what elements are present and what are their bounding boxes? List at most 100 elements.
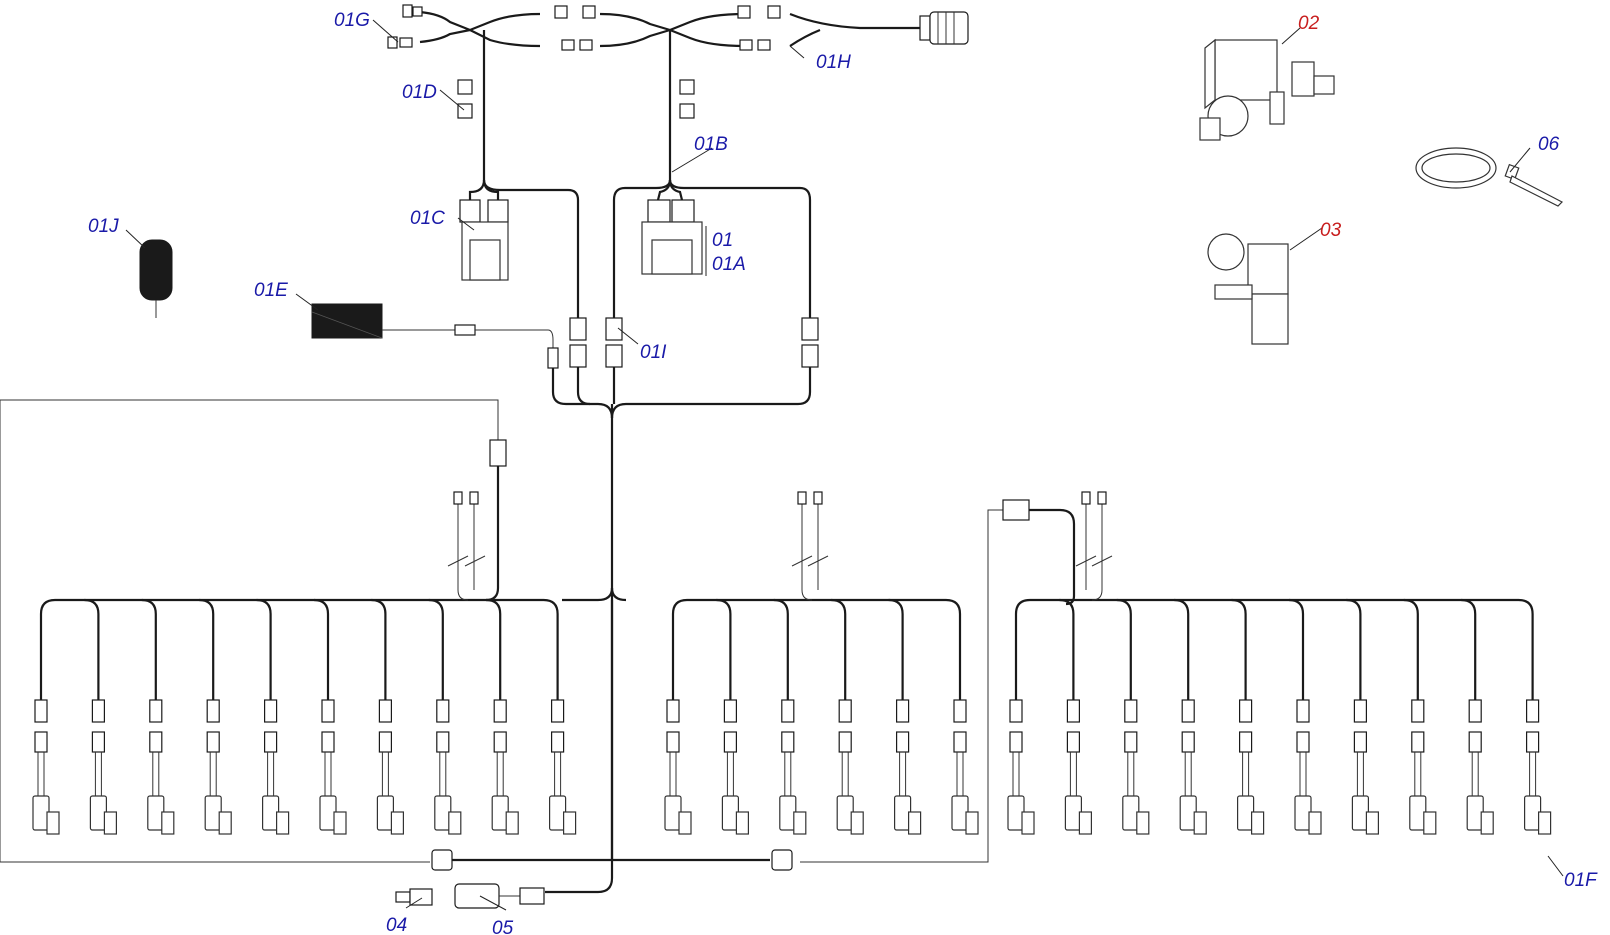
callouts: 01G 01H 01D 01B 01C 01 01A 01J 01E 01I 0… — [88, 10, 1598, 935]
connector-icon — [1411, 731, 1425, 753]
connector-icon — [34, 731, 48, 753]
connector-icon — [723, 699, 738, 723]
connector-icon — [149, 699, 163, 723]
connector-icon — [1238, 731, 1253, 753]
connector-icon — [582, 5, 596, 19]
sensor-04 — [395, 888, 433, 906]
injector-drop — [199, 598, 232, 835]
injector-drop — [664, 614, 692, 835]
top-connectors — [387, 4, 969, 51]
callout-01C: 01C — [410, 208, 445, 229]
connector-icon — [550, 699, 565, 723]
connector-icon — [1009, 699, 1023, 723]
injector-drop — [313, 598, 347, 835]
connector-icon — [1296, 731, 1310, 753]
connector-icon — [412, 6, 423, 17]
connector-icon — [723, 731, 738, 753]
callout-01: 01 — [712, 230, 733, 251]
connector-icon — [402, 4, 413, 18]
connector-icon — [399, 37, 413, 48]
connector-icon — [1353, 699, 1368, 723]
plug-icon — [46, 811, 60, 835]
callout-03: 03 — [1320, 220, 1342, 241]
injector-drop — [486, 598, 519, 835]
callout-02: 02 — [1298, 13, 1320, 34]
plug-icon — [1193, 811, 1207, 835]
connector-icon — [1009, 731, 1023, 753]
plug-icon — [276, 811, 290, 835]
injector-drop — [141, 598, 175, 835]
injector-drop — [1403, 598, 1437, 835]
plug-icon — [850, 811, 864, 835]
connector-icon — [666, 699, 680, 723]
plug-icon — [735, 811, 750, 835]
top-harness — [419, 10, 920, 180]
connector-icon — [757, 39, 771, 51]
valve-02 — [1199, 38, 1335, 141]
plug-icon — [907, 811, 922, 835]
plug-icon — [103, 811, 118, 835]
plug-icon — [965, 811, 979, 835]
connector-icon — [91, 731, 106, 753]
connector-icon — [838, 699, 852, 723]
injector-drop — [1007, 614, 1035, 835]
callout-05: 05 — [492, 918, 514, 935]
cable-tie-06 — [1415, 147, 1564, 207]
injector-drop — [888, 598, 922, 835]
connector-icon — [739, 39, 753, 51]
injector-drop — [1231, 598, 1265, 835]
plug-icon — [161, 811, 175, 835]
connector-icon — [554, 5, 568, 19]
callout-01H: 01H — [816, 52, 851, 73]
sensor-05 — [454, 883, 545, 909]
drop-group-right — [1007, 598, 1552, 835]
callout-04: 04 — [386, 915, 407, 935]
mid-connectors — [547, 317, 819, 369]
injector-drop — [1461, 598, 1494, 835]
injector-drop — [1059, 598, 1093, 835]
connector-icon — [953, 731, 967, 753]
callout-06: 06 — [1538, 134, 1560, 155]
connector-icon — [737, 5, 751, 19]
relay-icon — [679, 79, 695, 95]
plug-icon — [1480, 811, 1494, 835]
callout-01A: 01A — [712, 254, 746, 275]
connector-icon — [1124, 699, 1138, 723]
plug-icon — [793, 811, 807, 835]
connector-icon — [1238, 699, 1253, 723]
injector-drop — [1116, 598, 1150, 835]
plug-icon — [678, 811, 692, 835]
connector-icon — [34, 699, 48, 723]
connector-icon — [387, 36, 398, 49]
plug-icon — [1250, 811, 1265, 835]
injector-drop — [84, 598, 118, 835]
connector-icon — [321, 731, 335, 753]
ecu-01 — [641, 199, 703, 275]
callout-01F: 01F — [1564, 870, 1598, 891]
plug-icon — [1423, 811, 1437, 835]
filter-03 — [1207, 233, 1289, 345]
connector-icon — [953, 699, 967, 723]
connector-icon — [781, 699, 795, 723]
left-frame-line — [0, 399, 507, 863]
connector-icon — [1353, 731, 1368, 753]
callout-01B: 01B — [694, 134, 728, 155]
connector-icon — [1468, 699, 1482, 723]
connector-icon — [493, 731, 507, 753]
callout-01G: 01G — [334, 10, 370, 31]
component-01J — [139, 239, 173, 318]
connector-icon — [1525, 699, 1540, 723]
injector-drop — [1346, 598, 1380, 835]
plug-icon — [1021, 811, 1035, 835]
connector-icon — [493, 699, 507, 723]
plug-icon — [505, 811, 519, 835]
injector-drop — [1174, 598, 1207, 835]
connector-icon — [1468, 731, 1482, 753]
drop-group-left — [32, 598, 577, 835]
connector-icon — [1181, 699, 1195, 723]
connector-icon — [1296, 699, 1310, 723]
callout-01D: 01D — [402, 82, 437, 103]
right-frame-line — [800, 499, 1076, 863]
injector-drop — [773, 598, 807, 835]
leader-lines — [125, 19, 1564, 911]
